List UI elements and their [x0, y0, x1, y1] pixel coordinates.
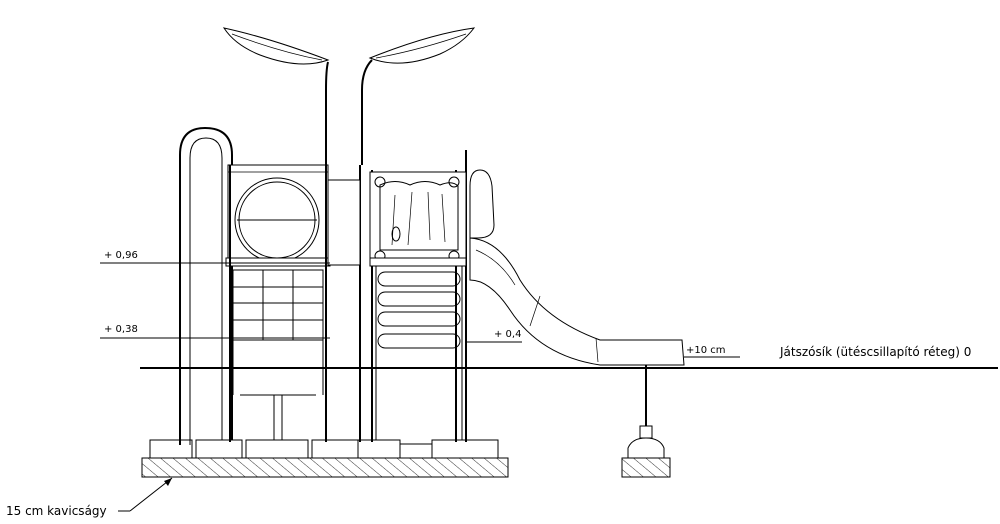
level-marker-038: + 0,38 [100, 324, 330, 339]
level-label-096: + 0,96 [104, 250, 138, 261]
leaf-roof-left [222, 27, 330, 165]
climbing-net [232, 269, 324, 441]
level-marker-096: + 0,96 [100, 250, 330, 264]
level-marker-10cm: +10 cm [684, 345, 740, 358]
gravel-bed [141, 457, 509, 478]
concrete-footings [149, 439, 499, 459]
left-arch [179, 126, 233, 445]
gravel-label: 15 cm kavicságy [6, 504, 107, 518]
ground-label: Játszósík (ütéscsillapító réteg) 0 [779, 345, 971, 359]
ladder [375, 266, 463, 440]
bridge-tunnel [327, 179, 361, 266]
slide [469, 169, 685, 426]
slide-footing [621, 425, 671, 478]
left-tower [225, 164, 331, 267]
level-label-10cm: +10 cm [686, 345, 726, 356]
level-label-038: + 0,38 [104, 324, 138, 335]
right-tower-panel [369, 171, 467, 267]
leaf-roof-right [361, 27, 476, 165]
gravel-callout: 15 cm kavicságy [6, 477, 173, 518]
level-marker-04: + 0,4 [465, 329, 522, 343]
level-label-04: + 0,4 [494, 329, 521, 340]
